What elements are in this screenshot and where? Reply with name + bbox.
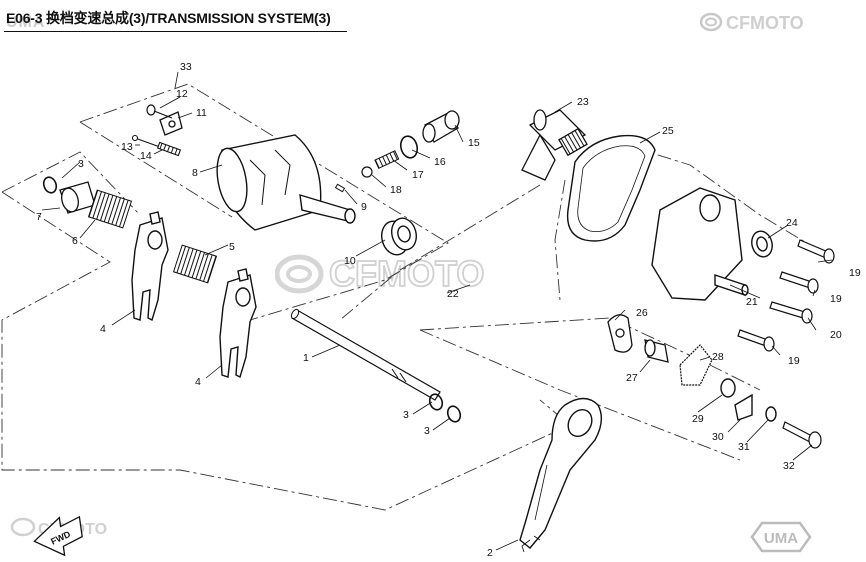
- callout-7: 7: [36, 211, 42, 223]
- callout-14: 14: [140, 150, 152, 162]
- part-21-shift-cover: [651, 187, 749, 301]
- uma-watermark: UMA: [6, 14, 46, 31]
- callout-19-b: 19: [830, 293, 842, 305]
- part-3-circlips: [42, 176, 462, 423]
- part-18-ball: [361, 166, 373, 178]
- callout-26: 26: [636, 307, 648, 319]
- leader-lines: [41, 71, 833, 551]
- part-26-stopper-plate: [607, 314, 633, 353]
- part-6-spring: [87, 189, 133, 229]
- boundary-25-right: [609, 139, 811, 246]
- part-17-spring: [374, 150, 400, 169]
- part-11-plate: [159, 111, 183, 136]
- callout-24: 24: [786, 217, 798, 229]
- boundary-26: [419, 317, 761, 391]
- part-25-gasket: [566, 134, 656, 242]
- part-1-shift-shaft: [290, 308, 441, 401]
- part-2-shift-lever: [519, 397, 603, 553]
- part-7-collar: [59, 181, 96, 214]
- part-9-pin: [334, 183, 346, 193]
- group-boundaries: [1, 83, 811, 511]
- callout-15: 15: [468, 137, 480, 149]
- callout-13: 13: [121, 141, 133, 153]
- callout-3-b: 3: [403, 409, 409, 421]
- callout-21: 21: [746, 296, 758, 308]
- callout-19-c: 19: [788, 355, 800, 367]
- part-8-shift-drum: [216, 134, 356, 231]
- callout-5: 5: [229, 241, 235, 253]
- boundary-33: [79, 83, 449, 321]
- callout-18: 18: [390, 184, 402, 196]
- callout-3-c: 3: [424, 425, 430, 437]
- callout-23: 23: [577, 96, 589, 108]
- boundary-3-left: [1, 151, 141, 216]
- callout-22: 22: [447, 288, 459, 300]
- part-15-plug-bolt: [422, 110, 460, 143]
- cfmoto-watermark-center: CFMOTO: [274, 250, 545, 305]
- part-4-shift-fork-left: [131, 211, 169, 321]
- cfmoto-logo-text: CFMOTO: [726, 13, 804, 33]
- callout-10: 10: [344, 255, 356, 267]
- callout-19-a: 19: [849, 267, 861, 279]
- part-24-oil-seal: [751, 230, 773, 258]
- callout-1: 1: [303, 352, 309, 364]
- boundary-22: [339, 184, 541, 321]
- title-underline: [4, 31, 347, 32]
- callout-31: 31: [738, 441, 750, 453]
- forward-direction-arrow: FWD: [33, 515, 83, 557]
- boundary-lower: [1, 191, 571, 511]
- callout-25: 25: [662, 125, 674, 137]
- boundary-2: [419, 329, 741, 461]
- part-28-gear-segment: [679, 344, 713, 386]
- callout-2: 2: [487, 547, 493, 559]
- callout-27: 27: [626, 372, 638, 384]
- callout-12: 12: [176, 88, 188, 100]
- callout-3-a: 3: [78, 158, 84, 170]
- callout-20: 20: [830, 329, 842, 341]
- callout-4-a: 4: [100, 323, 106, 335]
- callout-labels: 33 12 11 13 14 8 9 10 15 16 17 18 23 25 …: [36, 61, 861, 559]
- callout-6: 6: [72, 235, 78, 247]
- callout-16: 16: [434, 156, 446, 168]
- part-12-bolt: [146, 104, 173, 119]
- page-title: E06-3 换档变速总成(3)/TRANSMISSION SYSTEM(3): [6, 10, 331, 26]
- callout-30: 30: [712, 431, 724, 443]
- callout-28: 28: [712, 351, 724, 363]
- cfmoto-watermark-text: CFMOTO: [329, 253, 484, 294]
- callout-29: 29: [692, 413, 704, 425]
- callout-33: 33: [180, 61, 192, 73]
- part-16-washer: [399, 135, 419, 159]
- callout-9: 9: [361, 201, 367, 213]
- callout-4-b: 4: [195, 376, 201, 388]
- boundary-33-left: [79, 121, 233, 218]
- cfmoto-logo-top-right: CFMOTO: [699, 10, 820, 39]
- uma-logo-bottom-right: UMA: [748, 520, 814, 559]
- part-13-14-pin-spring: [131, 134, 182, 157]
- callout-17: 17: [412, 169, 424, 181]
- part-23-shaft-gear: [521, 109, 588, 181]
- part-5-spring: [172, 244, 218, 284]
- part-27-collar: [644, 339, 669, 363]
- boundary-25-left: [554, 179, 566, 301]
- uma-logo-text: UMA: [764, 530, 798, 547]
- part-4-shift-fork-right: [219, 268, 257, 378]
- bolts-19-20: [737, 239, 835, 449]
- callout-11: 11: [196, 107, 207, 119]
- callout-8: 8: [192, 167, 198, 179]
- parts-29-30-31: [720, 378, 777, 422]
- callout-32: 32: [783, 460, 795, 472]
